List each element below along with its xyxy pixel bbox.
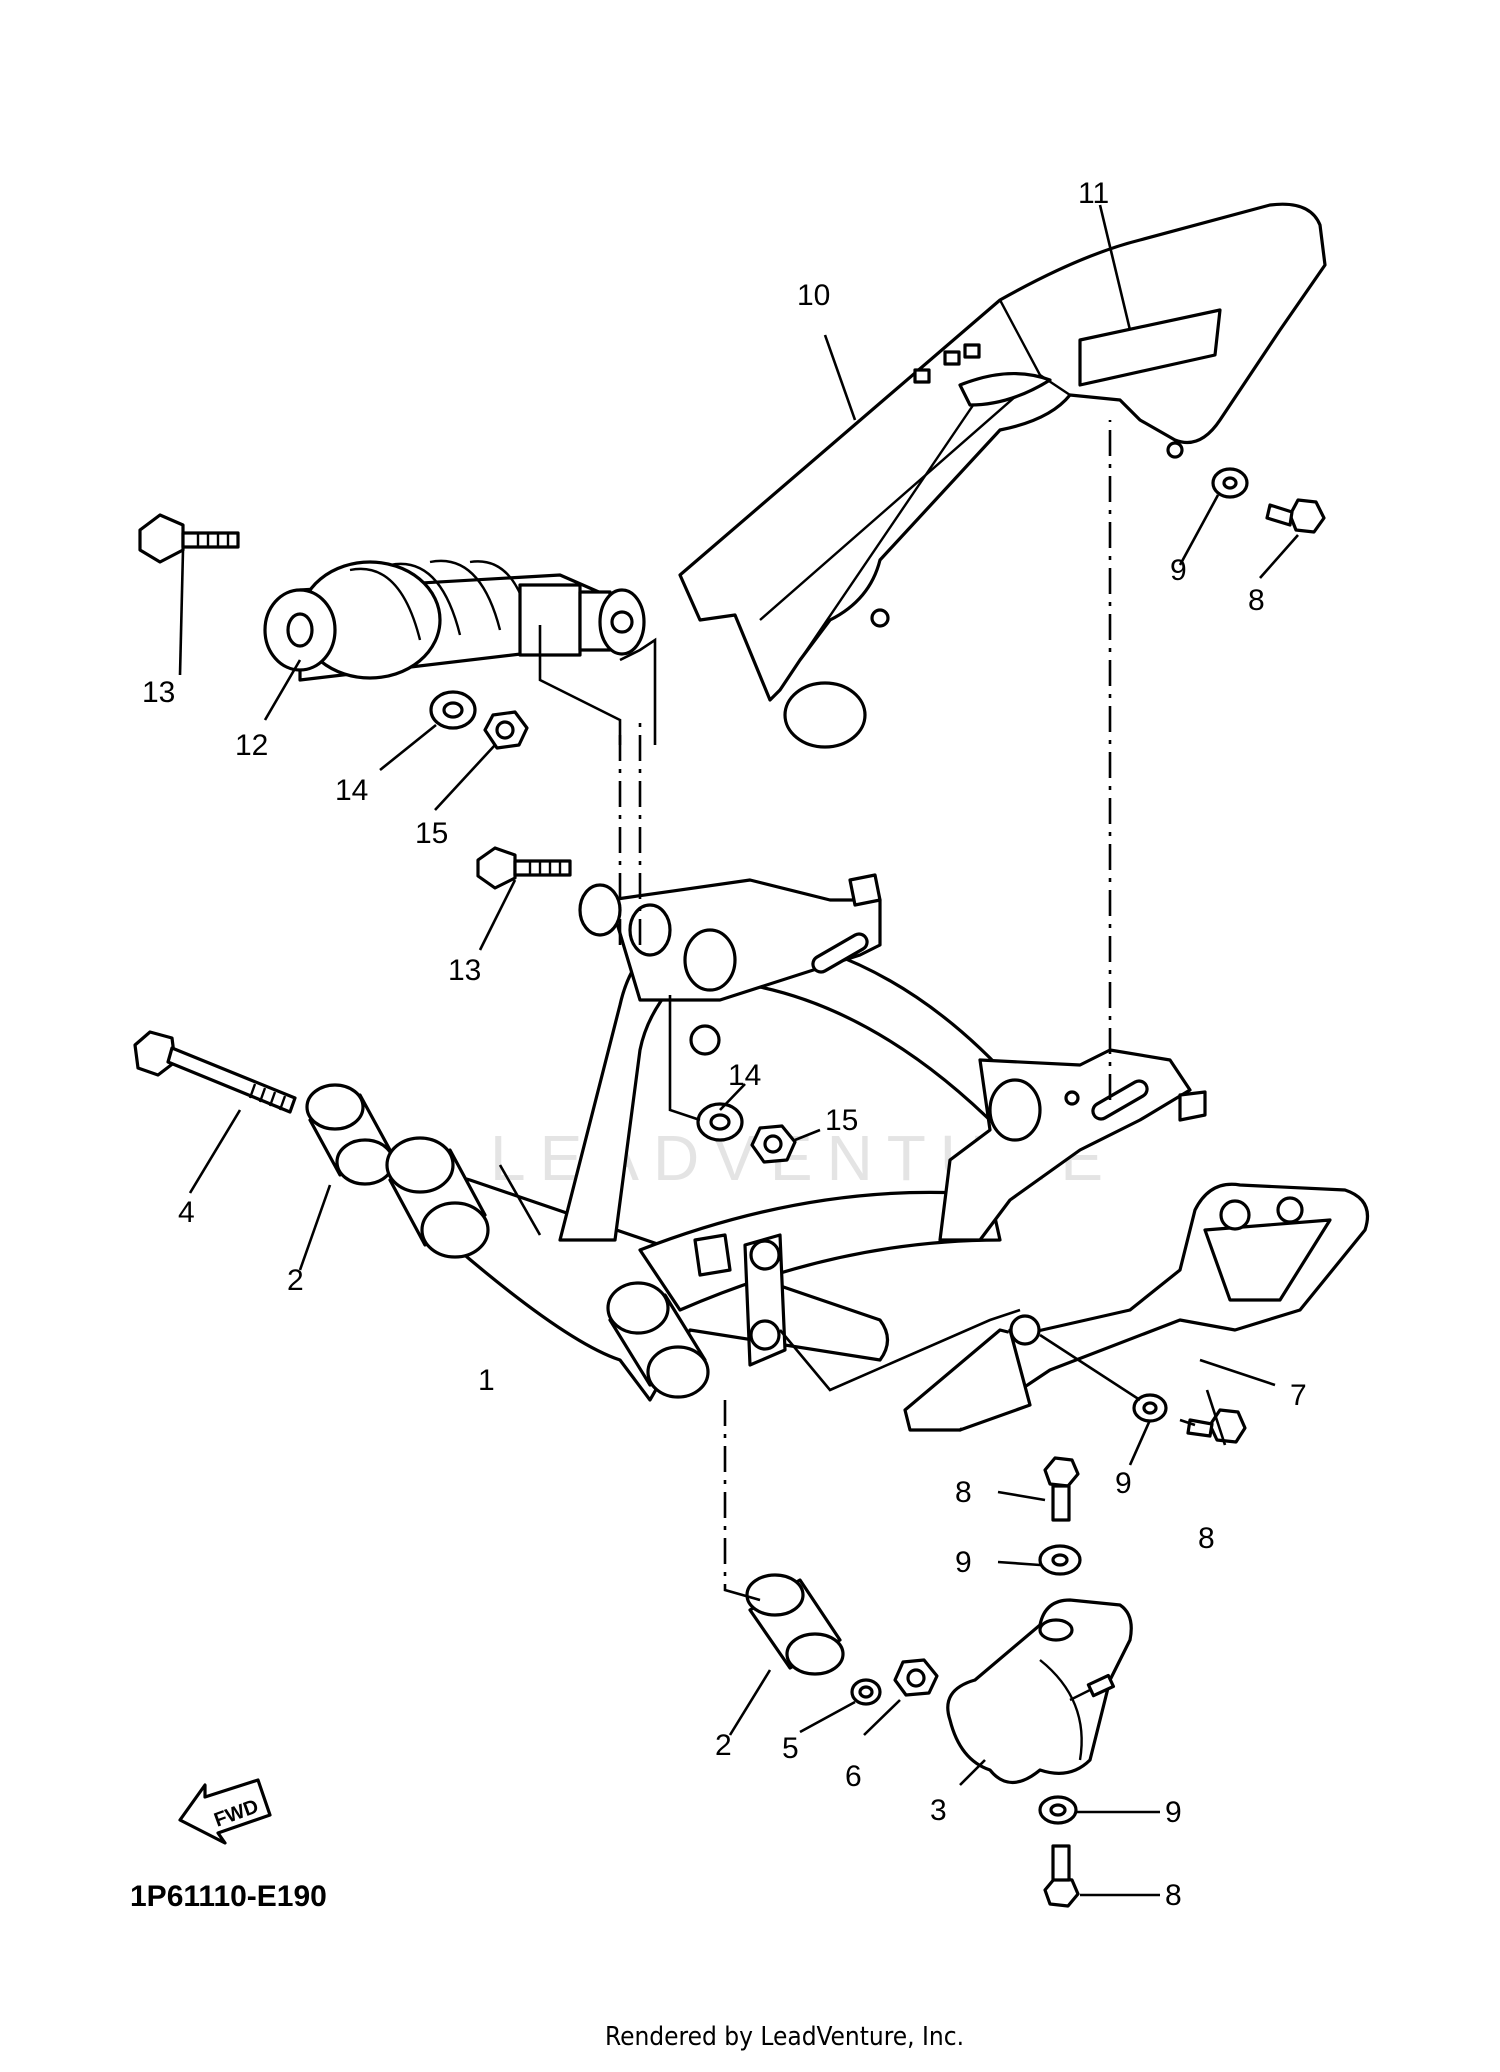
callout-12[interactable]: 12 [235,729,268,762]
fwd-arrow-icon: FWD [178,1778,272,1845]
assembly-lines [538,420,1196,1602]
callout-1[interactable]: 1 [478,1364,495,1397]
part-washer-14-lower[interactable] [696,1102,744,1142]
part-nut-15-upper[interactable] [483,710,529,750]
callout-2-lower[interactable]: 2 [715,1729,732,1762]
callout-13-upper[interactable]: 13 [142,676,175,709]
part-washer-9-a[interactable] [1211,467,1249,499]
callout-15-upper[interactable]: 15 [415,817,448,850]
part-bolt-8-d[interactable] [1043,1456,1080,1522]
callout-15-lower[interactable]: 15 [825,1104,858,1137]
part-washer-5[interactable] [850,1678,882,1706]
callout-9-right[interactable]: 9 [1115,1467,1132,1500]
part-pivot-shaft[interactable] [133,1030,297,1114]
callout-2-upper[interactable]: 2 [287,1264,304,1297]
part-bolt-8-e[interactable] [1043,1844,1080,1908]
part-bolt-13-lower[interactable] [476,846,572,890]
callout-11[interactable]: 11 [1078,177,1109,210]
part-collar-2-lower[interactable] [745,1573,845,1676]
drawing-code: 1P61110-E190 [130,1880,327,1913]
callout-8-mid[interactable]: 8 [955,1476,972,1509]
callout-9-mid[interactable]: 9 [955,1546,972,1579]
callout-labels: 1 2 2 3 4 5 6 7 8 8 8 8 9 9 9 9 10 11 12… [142,177,1307,1912]
callout-13-lower[interactable]: 13 [448,954,481,987]
part-nut-15-lower[interactable] [750,1124,797,1164]
part-bolt-8-c[interactable] [1186,1408,1247,1444]
part-chain-guard[interactable] [678,202,1327,749]
callout-8-right[interactable]: 8 [1198,1522,1215,1555]
part-washer-9-e[interactable] [1038,1795,1078,1825]
part-washer-14-upper[interactable] [429,690,477,730]
part-chain-slider[interactable] [903,1182,1370,1432]
part-rear-shock[interactable] [263,559,646,682]
callout-5[interactable]: 5 [782,1732,799,1765]
part-chain-guide[interactable] [946,1598,1133,1784]
callout-leaders [178,204,1299,1897]
callout-6[interactable]: 6 [845,1760,862,1793]
part-bushing-lower[interactable] [606,1281,710,1399]
callout-14-lower[interactable]: 14 [728,1059,761,1092]
part-nut-6[interactable] [893,1658,939,1697]
part-bolt-8-a[interactable] [1265,498,1326,534]
callout-14-upper[interactable]: 14 [335,774,368,807]
callout-8-top[interactable]: 8 [1248,584,1265,617]
part-bushing-upper[interactable] [385,1136,490,1259]
footer-credit: Rendered by LeadVenture, Inc. [605,2022,964,2052]
part-washer-9-d[interactable] [1038,1544,1082,1576]
callout-9-bottom[interactable]: 9 [1165,1796,1182,1829]
callout-9-top[interactable]: 9 [1170,554,1187,587]
callout-10[interactable]: 10 [797,279,830,312]
part-collar-2-upper[interactable] [305,1083,395,1186]
callout-7[interactable]: 7 [1290,1379,1307,1412]
callout-3[interactable]: 3 [930,1794,947,1827]
callout-8-bottom[interactable]: 8 [1165,1879,1182,1912]
part-bolt-13-upper[interactable] [138,513,240,564]
callout-4[interactable]: 4 [178,1196,195,1229]
